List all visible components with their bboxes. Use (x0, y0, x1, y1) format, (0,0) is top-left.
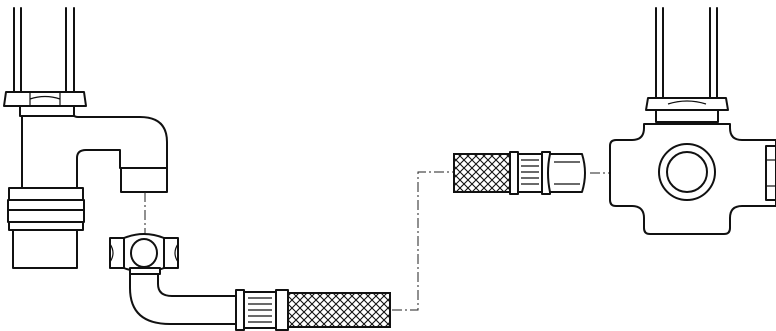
elbow-tube (129, 273, 237, 325)
faucet-valve-body (7, 7, 168, 269)
coupling-nut (109, 233, 179, 273)
braided-supply-hose-upper (453, 153, 511, 193)
hex-fitting (547, 153, 586, 193)
shutoff-valve-side-port (765, 145, 776, 201)
faucet-hex-nut (3, 91, 87, 117)
braided-supply-hose-lower (287, 292, 391, 328)
shutoff-valve-port (658, 143, 716, 201)
hose-ferrule (509, 151, 551, 195)
compression-sleeve (129, 267, 161, 275)
hose-ferrule (235, 289, 289, 331)
centerline-hose (392, 171, 456, 311)
